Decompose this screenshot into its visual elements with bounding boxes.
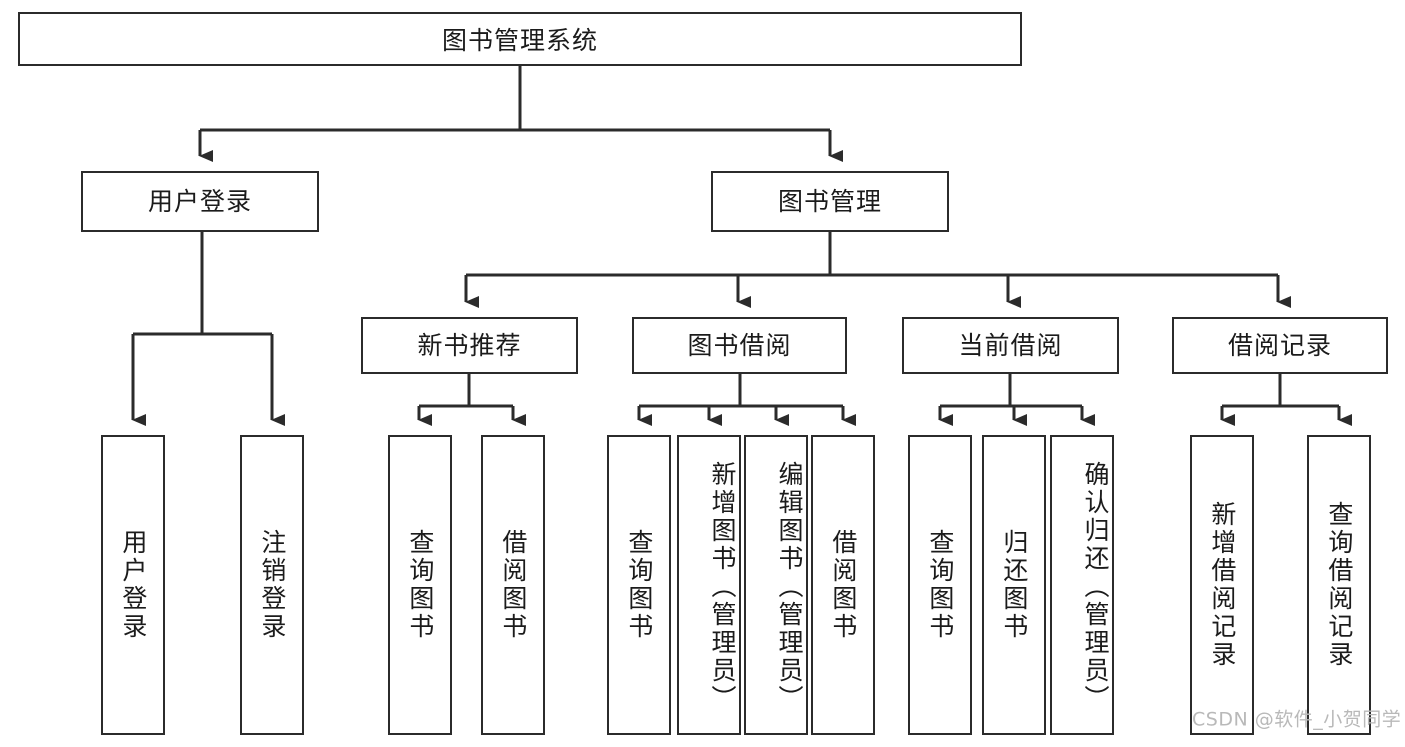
leaf-query-book-2-label: 查询图书 [624,529,654,641]
node-user-login-label: 用户登录 [147,186,252,216]
leaf-borrow-book-2-label: 借阅图书 [828,529,858,641]
node-book-borrow-label: 图书借阅 [687,330,792,360]
leaf-query-book-2[interactable]: 查询图书 [607,435,671,735]
leaf-confirm-return-label: 确认归还（管理员） [1081,461,1110,713]
leaf-borrow-book-1-label: 借阅图书 [498,529,528,641]
leaf-query-book-1-label: 查询图书 [405,529,435,641]
leaf-return-book[interactable]: 归还图书 [982,435,1046,735]
leaf-return-book-label: 归还图书 [999,529,1029,641]
node-book-manage-label: 图书管理 [777,186,882,216]
node-borrow-record[interactable]: 借阅记录 [1172,317,1388,374]
leaf-add-record[interactable]: 新增借阅记录 [1190,435,1254,735]
leaf-user-login-label: 用户登录 [118,529,148,641]
leaf-add-book-label: 新增图书（管理员） [708,461,737,713]
node-book-borrow[interactable]: 图书借阅 [632,317,847,374]
leaf-borrow-book-2[interactable]: 借阅图书 [811,435,875,735]
leaf-query-book-3-label: 查询图书 [925,529,955,641]
watermark: CSDN @软件_小贺同学 [1192,708,1402,731]
node-root-label: 图书管理系统 [441,26,598,55]
node-book-manage[interactable]: 图书管理 [711,171,949,232]
leaf-user-logout[interactable]: 注销登录 [240,435,304,735]
node-current-borrow-label: 当前借阅 [958,330,1063,360]
leaf-borrow-book-1[interactable]: 借阅图书 [481,435,545,735]
leaf-edit-book[interactable]: 编辑图书（管理员） [744,435,808,735]
node-new-book-rec-label: 新书推荐 [417,330,522,360]
leaf-user-logout-label: 注销登录 [257,529,287,641]
node-borrow-record-label: 借阅记录 [1227,330,1332,360]
leaf-query-record-label: 查询借阅记录 [1324,501,1354,669]
leaf-edit-book-label: 编辑图书（管理员） [775,461,804,713]
leaf-confirm-return[interactable]: 确认归还（管理员） [1050,435,1114,735]
leaf-user-login[interactable]: 用户登录 [101,435,165,735]
node-current-borrow[interactable]: 当前借阅 [902,317,1119,374]
node-user-login[interactable]: 用户登录 [81,171,319,232]
leaf-add-record-label: 新增借阅记录 [1207,501,1237,669]
leaf-query-book-1[interactable]: 查询图书 [388,435,452,735]
node-root[interactable]: 图书管理系统 [18,12,1022,66]
leaf-add-book[interactable]: 新增图书（管理员） [677,435,741,735]
leaf-query-book-3[interactable]: 查询图书 [908,435,972,735]
node-new-book-rec[interactable]: 新书推荐 [361,317,578,374]
leaf-query-record[interactable]: 查询借阅记录 [1307,435,1371,735]
